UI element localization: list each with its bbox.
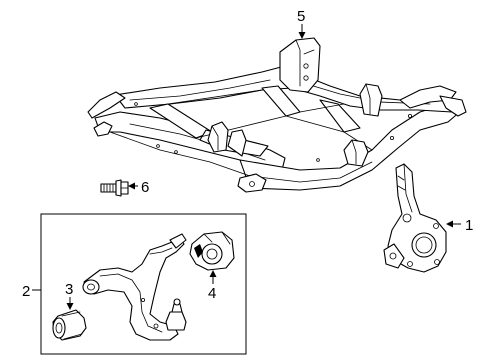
callout-3-label: 3 bbox=[65, 281, 73, 298]
callout-2-label: 2 bbox=[22, 283, 30, 300]
callout-1-label: 1 bbox=[465, 217, 473, 234]
control-arm-group-box bbox=[40, 213, 247, 355]
front-bushing-illustration bbox=[52, 309, 87, 341]
callout-6-label: 6 bbox=[141, 179, 149, 196]
lower-control-arm-illustration bbox=[82, 233, 187, 341]
callout-4-label: 4 bbox=[208, 285, 216, 302]
callout-5-label: 5 bbox=[297, 8, 305, 25]
bolt-illustration bbox=[100, 179, 129, 197]
crossmember-subframe-illustration bbox=[87, 37, 467, 193]
steering-knuckle-illustration bbox=[383, 163, 447, 273]
rear-bushing-illustration bbox=[189, 231, 235, 271]
